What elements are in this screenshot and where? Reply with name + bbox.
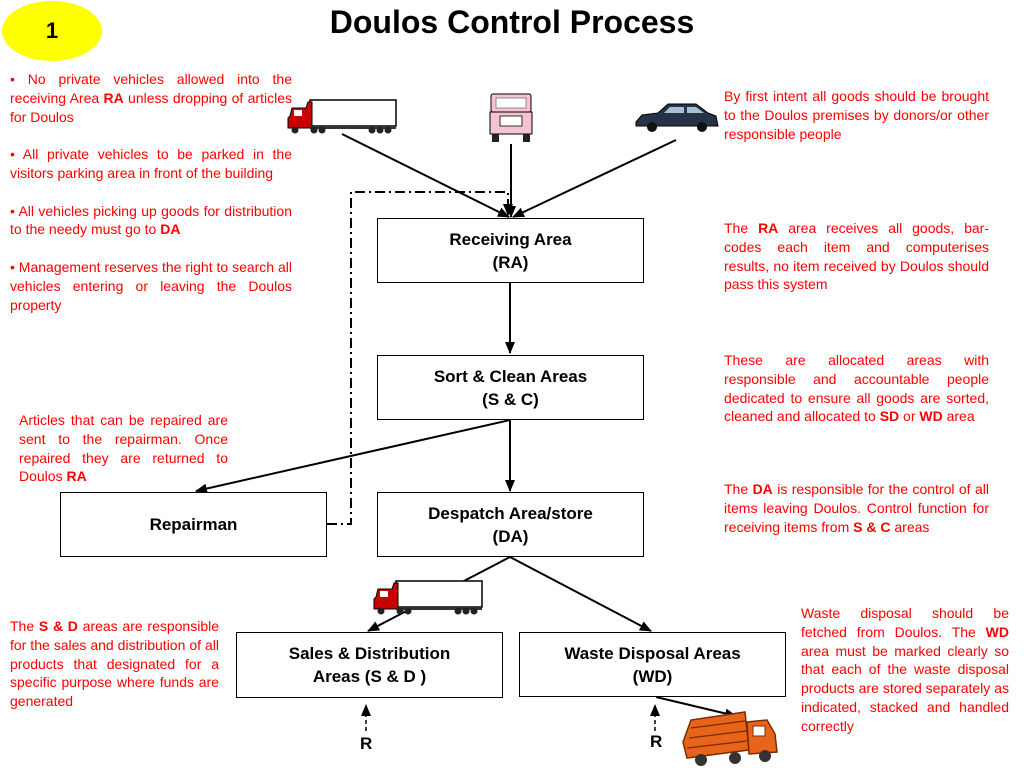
note-emphasis: WD [919, 408, 943, 425]
note-emphasis: RA [758, 220, 779, 236]
despatch-area-note: The DA is responsible for the control of… [724, 480, 989, 536]
return-path-repairman-to-receiving [327, 191, 513, 525]
note-emphasis: S & D [38, 618, 78, 634]
sort-clean-note: These are allocated areas with responsib… [724, 351, 989, 426]
note-paragraph: The RA area receives all goods, bar-code… [724, 220, 990, 293]
truck-icon [287, 99, 397, 134]
note-emphasis: RA [66, 468, 87, 485]
waste-truck-icon [682, 711, 778, 766]
box-title: Sort & Clean Areas [433, 366, 588, 386]
sales-distribution-note: The S & D areas are responsible for the … [10, 617, 219, 711]
box-subtitle: Areas (S & D ) [312, 667, 427, 686]
box-title: Sales & Distribution [288, 644, 451, 663]
car-icon [635, 103, 719, 132]
arrow-despatch-to-waste [509, 556, 652, 632]
note-paragraph: Waste disposal should be fetched from Do… [801, 605, 1009, 734]
note-emphasis: S & C [853, 518, 891, 535]
van-icon [489, 93, 533, 142]
note-paragraph: By first intent all goods should be brou… [724, 88, 989, 142]
note-paragraph: • No private vehicles allowed into the r… [10, 71, 292, 125]
arrow-sort-to-repairman [195, 419, 511, 494]
note-paragraph: These are allocated areas with responsib… [724, 352, 989, 425]
note-emphasis: DA [160, 221, 181, 238]
step-number-badge: 1 [2, 1, 102, 61]
sales-distribution-box: Sales & Distribution Areas (S & D ) [236, 632, 503, 698]
note-emphasis: SD [879, 408, 900, 425]
box-subtitle: (WD) [632, 666, 673, 686]
box-title: Repairman [149, 515, 238, 534]
box-subtitle: (RA) [492, 252, 529, 272]
note-emphasis: RA [103, 89, 124, 106]
note-paragraph: The S & D areas are responsible for the … [10, 618, 219, 710]
return-label-sales: R [360, 734, 373, 753]
waste-disposal-note: Waste disposal should be fetched from Do… [801, 604, 1009, 736]
diagram-title: Doulos Control Process [329, 4, 695, 40]
note-paragraph: • Management reserves the right to searc… [10, 258, 292, 313]
first-intent-note: By first intent all goods should be brou… [724, 87, 989, 143]
repairman-box: Repairman [60, 492, 327, 557]
arrow-car-to-receiving [512, 139, 677, 218]
arrow-truck-to-receiving [341, 133, 510, 218]
vehicle-rules-note: • No private vehicles allowed into the r… [10, 70, 292, 314]
note-paragraph: The DA is responsible for the control of… [724, 481, 989, 535]
box-subtitle: (DA) [492, 526, 529, 546]
note-emphasis: DA [752, 481, 773, 497]
receiving-area-note: The RA area receives all goods, bar-code… [724, 219, 989, 294]
box-subtitle: (S & C) [482, 389, 539, 409]
arrow-waste-to-truck [655, 696, 737, 719]
note-paragraph: Articles that can be repaired are sent t… [19, 412, 228, 485]
box-title: Receiving Area [449, 229, 572, 249]
repair-note: Articles that can be repaired are sent t… [19, 411, 228, 486]
waste-disposal-box: Waste Disposal Areas (WD) [519, 632, 786, 697]
note-paragraph: • All private vehicles to be parked in t… [10, 146, 292, 181]
box-title: Waste Disposal Areas [564, 643, 741, 663]
return-label-waste: R [650, 732, 663, 751]
truck-icon [373, 580, 483, 615]
despatch-area-box: Despatch Area/store (DA) [377, 492, 644, 557]
note-emphasis: WD [985, 623, 1009, 640]
receiving-area-box: Receiving Area (RA) [377, 218, 644, 283]
sort-clean-area-box: Sort & Clean Areas (S & C) [377, 355, 644, 420]
note-paragraph: • All vehicles picking up goods for dist… [10, 202, 292, 238]
box-title: Despatch Area/store [428, 503, 593, 523]
